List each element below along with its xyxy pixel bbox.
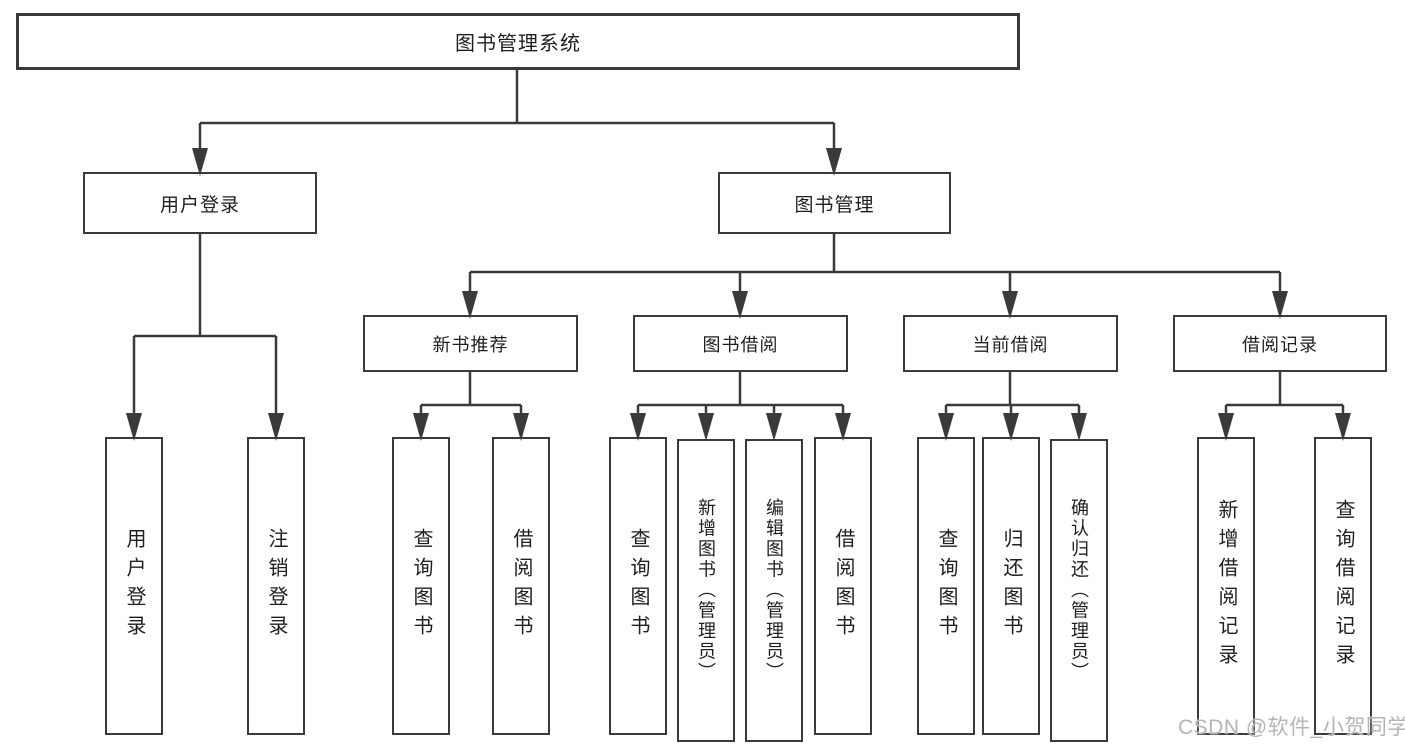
- leaf-current-return-label: 归还图书: [1000, 528, 1022, 644]
- node-current-borrow: 当前借阅: [903, 315, 1118, 372]
- leaf-current-confirm-admin-label: 确认归还（管理员）: [1069, 498, 1089, 683]
- connector-userlogin-leaves: [132, 234, 278, 415]
- leaf-newbooks-query: 查询图书: [392, 437, 450, 735]
- leaf-newbooks-borrow: 借阅图书: [492, 437, 550, 735]
- leaf-records-query-label: 查询借阅记录: [1332, 499, 1354, 673]
- node-user-login-label: 用户登录: [159, 194, 240, 216]
- node-root: 图书管理系统: [16, 13, 1020, 70]
- node-current-borrow-label: 当前借阅: [972, 334, 1049, 355]
- node-book-borrow: 图书借阅: [633, 315, 848, 372]
- leaf-records-query: 查询借阅记录: [1314, 437, 1372, 735]
- node-new-book-recommend: 新书推荐: [363, 315, 578, 372]
- connector-currentborrow-leaves: [944, 372, 1081, 415]
- node-new-book-recommend-label: 新书推荐: [432, 334, 509, 355]
- connector-bookmgmt-level3: [468, 234, 1282, 293]
- leaf-current-return: 归还图书: [982, 437, 1040, 735]
- leaf-borrow-add-admin: 新增图书（管理员）: [677, 439, 735, 742]
- leaf-borrow-edit-admin: 编辑图书（管理员）: [745, 439, 803, 742]
- leaf-borrow-edit-admin-label: 编辑图书（管理员）: [764, 498, 784, 683]
- leaf-logout: 注销登录: [247, 437, 305, 735]
- leaf-current-query: 查询图书: [917, 437, 975, 735]
- leaf-newbooks-query-label: 查询图书: [410, 528, 432, 644]
- connector-bookborrow-leaves: [636, 372, 845, 415]
- connector-newbooks-leaves: [419, 372, 523, 415]
- leaf-user-login-label: 用户登录: [123, 528, 145, 644]
- leaf-records-add: 新增借阅记录: [1197, 437, 1255, 735]
- node-borrow-records-label: 借阅记录: [1242, 334, 1318, 355]
- leaf-borrow-book-label: 借阅图书: [832, 528, 854, 644]
- leaf-borrow-query: 查询图书: [609, 437, 667, 735]
- leaf-borrow-book: 借阅图书: [814, 437, 872, 735]
- node-book-management: 图书管理: [718, 172, 951, 234]
- leaf-borrow-add-admin-label: 新增图书（管理员）: [696, 498, 716, 683]
- node-book-management-label: 图书管理: [794, 194, 875, 216]
- leaf-newbooks-borrow-label: 借阅图书: [510, 528, 532, 644]
- leaf-borrow-query-label: 查询图书: [627, 528, 649, 644]
- node-root-label: 图书管理系统: [455, 33, 581, 55]
- leaf-user-login: 用户登录: [105, 437, 163, 735]
- arrow-down-icon: [1071, 413, 1087, 441]
- leaf-current-query-label: 查询图书: [935, 528, 957, 644]
- csdn-watermark: CSDN @软件_小贺同学: [1178, 716, 1405, 739]
- arrow-down-icon: [766, 413, 782, 441]
- arrow-down-icon: [698, 413, 714, 441]
- connector-records-leaves: [1224, 372, 1345, 415]
- leaf-current-confirm-admin: 确认归还（管理员）: [1050, 439, 1108, 742]
- leaf-logout-label: 注销登录: [265, 528, 287, 644]
- leaf-records-add-label: 新增借阅记录: [1215, 499, 1237, 673]
- node-book-borrow-label: 图书借阅: [702, 334, 779, 355]
- node-borrow-records: 借阅记录: [1173, 315, 1387, 372]
- connector-root-level2: [198, 70, 836, 150]
- node-user-login: 用户登录: [83, 172, 317, 234]
